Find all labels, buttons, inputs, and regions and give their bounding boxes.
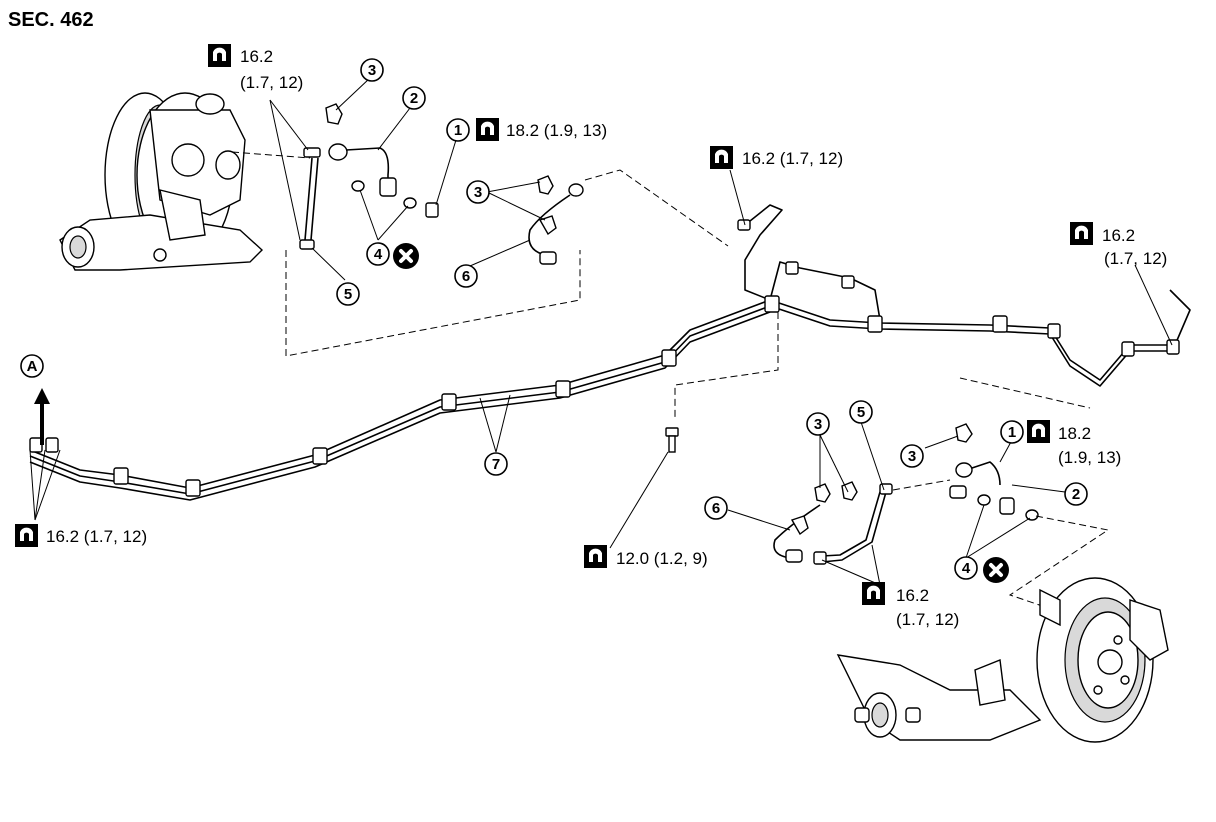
torque-wrench-icon [1070,222,1093,245]
svg-text:6: 6 [712,500,720,517]
do-not-reuse-icon [391,241,421,271]
svg-text:16.2: 16.2 [240,47,273,66]
svg-text:16.2: 16.2 [896,586,929,605]
svg-text:4: 4 [374,246,383,263]
callout-3-rear-right: 3 [900,444,924,468]
svg-text:(1.9, 13): (1.9, 13) [1058,448,1121,467]
direction-arrow-icon: A [20,354,50,445]
callout-7-main: 7 [484,452,508,476]
callout-2-front: 2 [402,86,426,110]
svg-text:18.2: 18.2 [1058,424,1091,443]
callout-3-front: 3 [360,58,384,82]
svg-text:5: 5 [857,404,865,421]
callout-1-rear: 1 [1000,420,1024,444]
torque-wrench-icon [584,545,607,568]
torque-spec-rear-right-tube: 16.2 (1.7, 12) [1070,222,1167,268]
torque-spec-rear-connector: 18.2 (1.9, 13) [1027,420,1121,467]
callout-5-rear: 5 [849,400,873,424]
svg-text:16.2 (1.7, 12): 16.2 (1.7, 12) [46,527,147,546]
torque-spec-master-cylinder-side: 16.2 (1.7, 12) [15,524,147,547]
torque-spec-rear-tube: 16.2 (1.7, 12) [862,582,959,629]
svg-text:(1.7, 12): (1.7, 12) [1104,249,1167,268]
svg-text:3: 3 [474,184,482,201]
callout-1-front: 1 [446,118,470,142]
torque-wrench-icon [710,146,733,169]
bracket-bolt [665,427,679,453]
torque-spec-bracket-bolt: 12.0 (1.2, 9) [584,545,708,568]
callout-6-front: 6 [454,264,478,288]
svg-text:16.2 (1.7, 12): 16.2 (1.7, 12) [742,149,843,168]
section-label: SEC. 462 [8,9,94,31]
svg-text:3: 3 [814,416,822,433]
callout-5-front: 5 [336,282,360,306]
callout-3-front-right: 3 [466,180,490,204]
rear-hose-group [773,423,1110,613]
front-right-hose-group [528,169,729,265]
callout-4-rear: 4 [954,556,978,580]
torque-spec-front-upper: 16.2 (1.7, 12) [208,44,303,92]
torque-wrench-icon [862,582,885,605]
svg-text:2: 2 [410,90,418,107]
torque-wrench-icon [476,118,499,141]
svg-text:18.2 (1.9, 13): 18.2 (1.9, 13) [506,121,607,140]
svg-text:(1.7, 12): (1.7, 12) [240,73,303,92]
torque-spec-front-connector: 18.2 (1.9, 13) [476,118,607,141]
main-brake-tubes [29,204,1191,501]
leader-lines [29,77,1173,586]
svg-text:(1.7, 12): (1.7, 12) [896,610,959,629]
front-brake-assembly [59,92,264,271]
svg-text:7: 7 [492,456,500,473]
torque-wrench-icon [15,524,38,547]
callout-2-rear: 2 [1064,482,1088,506]
svg-text:1: 1 [454,122,462,139]
svg-text:1: 1 [1008,424,1016,441]
svg-text:16.2: 16.2 [1102,226,1135,245]
svg-text:4: 4 [962,560,971,577]
torque-spec-center-junction: 16.2 (1.7, 12) [710,146,843,169]
rear-brake-assembly [836,577,1169,743]
do-not-reuse-icon [981,555,1011,585]
callout-6-rear: 6 [704,496,728,520]
front-brake-hose-group [231,103,581,357]
svg-text:5: 5 [344,286,352,303]
svg-text:12.0 (1.2, 9): 12.0 (1.2, 9) [616,549,708,568]
svg-text:3: 3 [908,448,916,465]
svg-text:3: 3 [368,62,376,79]
callout-4-front: 4 [366,242,390,266]
torque-wrench-icon [1027,420,1050,443]
svg-text:2: 2 [1072,486,1080,503]
callout-3-rear-left: 3 [806,412,830,436]
view-reference: A [27,358,38,375]
torque-wrench-icon [208,44,231,67]
svg-text:6: 6 [462,268,470,285]
